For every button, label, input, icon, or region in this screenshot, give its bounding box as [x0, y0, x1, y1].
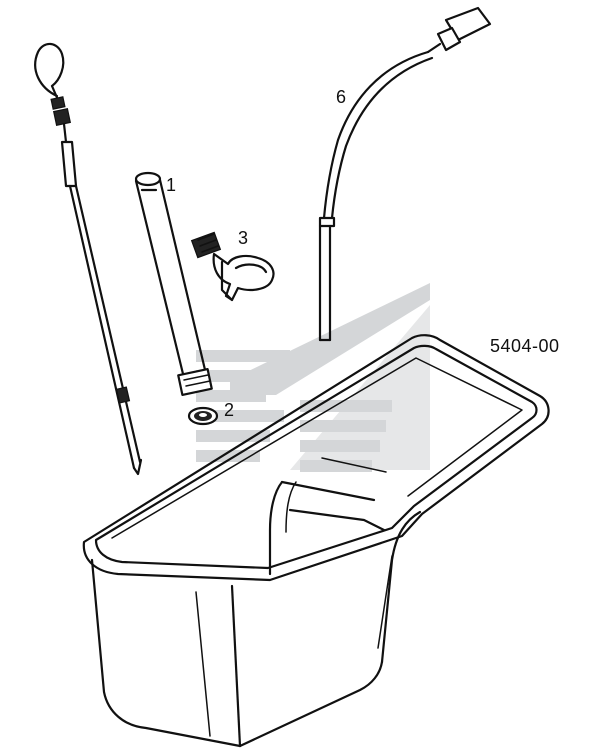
- part-2-washer: [187, 406, 219, 426]
- callout-2: 2: [224, 400, 234, 420]
- part-3-clamp: [190, 231, 275, 302]
- watermark-logo: [196, 283, 430, 472]
- part-1-tube: [134, 171, 213, 397]
- drawing-code: 5404-00: [490, 336, 560, 356]
- dipstick: [34, 42, 143, 476]
- callout-6: 6: [336, 87, 346, 107]
- oil-pan: [82, 334, 550, 748]
- part-6-sensor: [318, 6, 492, 342]
- callout-3: 3: [238, 228, 248, 248]
- callout-1: 1: [166, 175, 176, 195]
